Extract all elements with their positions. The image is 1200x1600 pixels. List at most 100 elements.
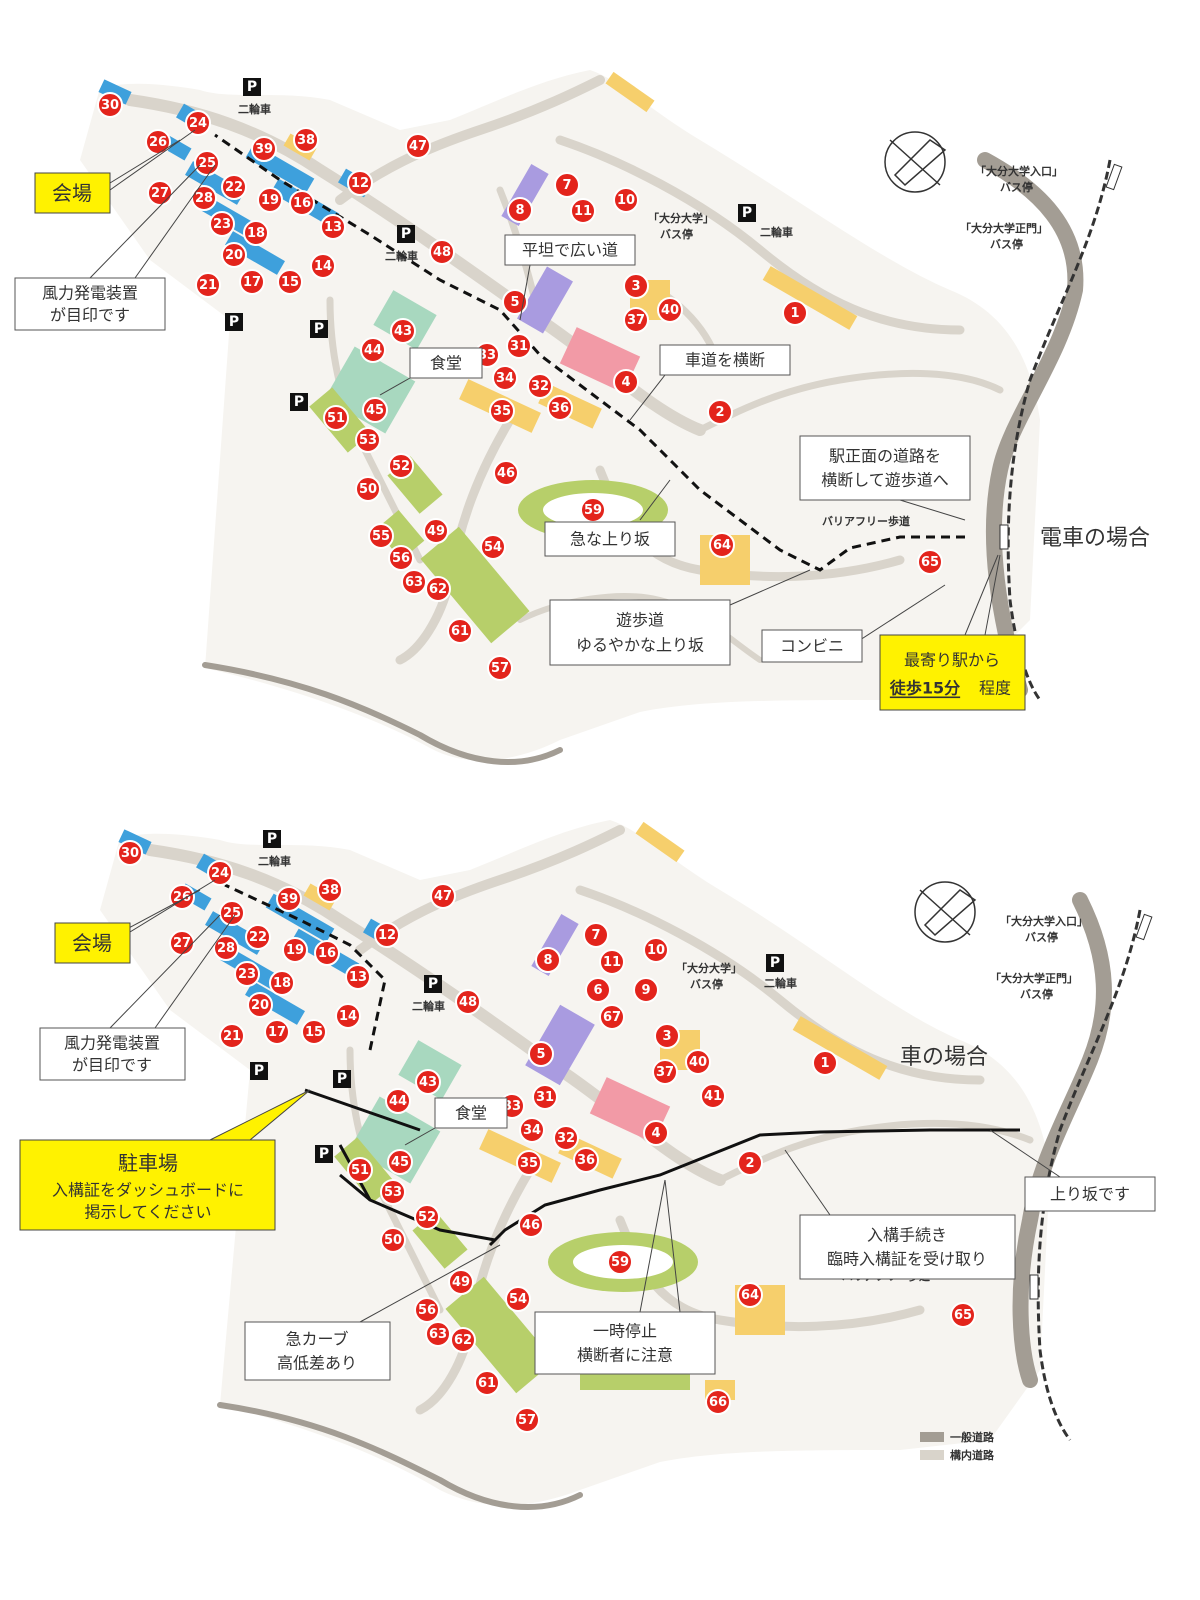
marker-number: 64 xyxy=(713,538,731,553)
parking-icon: P xyxy=(333,1070,351,1088)
marker-circle xyxy=(301,1019,327,1045)
building-number-marker: 62 xyxy=(450,1327,476,1353)
marker-circle xyxy=(507,197,533,223)
marker-number: 43 xyxy=(419,1075,437,1090)
svg-text:徒歩15分: 徒歩15分 xyxy=(889,679,960,698)
building-number-marker: 3 xyxy=(623,273,649,299)
marker-circle xyxy=(518,1212,544,1238)
bus-stop-main-gate: バス停 xyxy=(1020,987,1053,1001)
svg-text:入構手続き: 入構手続き xyxy=(867,1226,947,1245)
marker-number: 6 xyxy=(593,983,602,998)
marker-circle xyxy=(289,190,315,216)
marker-circle xyxy=(502,289,528,315)
marker-circle xyxy=(147,180,173,206)
bus-stop-entrance: バス停 xyxy=(1000,180,1033,194)
callout-canteen: 食堂 xyxy=(404,1097,508,1146)
marker-circle xyxy=(425,1321,451,1347)
building-number-marker: 21 xyxy=(219,1023,245,1049)
building-number-marker: 67 xyxy=(599,1004,625,1030)
building-number-marker: 36 xyxy=(547,395,573,421)
building-number-marker: 2 xyxy=(737,1150,763,1176)
marker-number: 22 xyxy=(225,180,243,195)
marker-number: 7 xyxy=(562,178,571,193)
marker-circle xyxy=(447,618,473,644)
marker-number: 18 xyxy=(273,976,291,991)
marker-number: 63 xyxy=(405,575,423,590)
marker-number: 36 xyxy=(577,1153,595,1168)
marker-number: 19 xyxy=(261,193,279,208)
callout-canteen: 食堂 xyxy=(379,347,483,396)
public-road-south xyxy=(202,662,563,765)
marker-circle xyxy=(950,1302,976,1328)
bus-stop-oita-univ: 「大分大学」 xyxy=(676,961,742,975)
svg-text:が目印です: が目印です xyxy=(72,1056,152,1075)
callout-wind-turbine: 風力発電装置 が目印です xyxy=(39,914,236,1081)
marker-number: 1 xyxy=(820,1056,829,1071)
svg-text:食堂: 食堂 xyxy=(455,1104,487,1123)
building-number-marker: 16 xyxy=(289,190,315,216)
marker-number: 21 xyxy=(223,1029,241,1044)
marker-circle xyxy=(414,1297,440,1323)
marker-number: 32 xyxy=(531,379,549,394)
marker-number: 11 xyxy=(603,955,621,970)
marker-circle xyxy=(623,273,649,299)
building-number-marker: 24 xyxy=(207,860,233,886)
building-number-marker: 36 xyxy=(573,1147,599,1173)
marker-number: 48 xyxy=(459,995,477,1010)
building-number-marker: 44 xyxy=(360,337,386,363)
svg-text:掲示してください: 掲示してください xyxy=(84,1203,211,1222)
marker-number: 45 xyxy=(391,1155,409,1170)
building-number-marker: 13 xyxy=(345,964,371,990)
building-number-marker: 17 xyxy=(239,269,265,295)
building-number-marker: 44 xyxy=(385,1088,411,1114)
callout-venue: 会場 xyxy=(54,879,216,964)
building-number-marker: 20 xyxy=(221,242,247,268)
marker-circle xyxy=(613,369,639,395)
marker-circle xyxy=(310,253,336,279)
two-wheel-label: 二輪車 xyxy=(764,976,797,990)
svg-text:駅正面の道路を: 駅正面の道路を xyxy=(829,447,941,466)
marker-number: 48 xyxy=(433,245,451,260)
marker-number: 59 xyxy=(611,1255,629,1270)
building-number-marker: 48 xyxy=(455,989,481,1015)
marker-circle xyxy=(430,883,456,909)
marker-number: 10 xyxy=(647,943,665,958)
train-icon xyxy=(1135,913,1153,941)
building-number-marker: 56 xyxy=(388,545,414,571)
building-number-marker: 18 xyxy=(243,220,269,246)
parking-icon: P xyxy=(397,225,415,243)
building-number-marker: 10 xyxy=(643,937,669,963)
marker-circle xyxy=(623,307,649,333)
marker-number: 44 xyxy=(389,1094,407,1109)
building-number-marker: 49 xyxy=(448,1269,474,1295)
building-number-marker: 23 xyxy=(234,961,260,987)
building-number-marker: 35 xyxy=(489,398,515,424)
marker-number: 30 xyxy=(121,846,139,861)
building-number-marker: 57 xyxy=(514,1407,540,1433)
marker-circle xyxy=(812,1050,838,1076)
building-number-marker: 38 xyxy=(293,127,319,153)
building-number-marker: 28 xyxy=(191,185,217,211)
building-number-marker: 12 xyxy=(374,922,400,948)
marker-circle xyxy=(185,110,211,136)
two-wheel-label: 二輪車 xyxy=(760,225,793,239)
marker-number: 37 xyxy=(627,313,645,328)
marker-number: 23 xyxy=(213,217,231,232)
marker-circle xyxy=(207,860,233,886)
marker-number: 8 xyxy=(543,953,552,968)
marker-circle xyxy=(264,1019,290,1045)
car-route-branch xyxy=(339,1173,371,1202)
marker-number: 66 xyxy=(709,1395,727,1410)
marker-number: 52 xyxy=(418,1210,436,1225)
building-number-marker: 40 xyxy=(685,1049,711,1075)
building-number-marker: 34 xyxy=(519,1117,545,1143)
marker-circle xyxy=(415,1069,441,1095)
marker-circle xyxy=(347,1157,373,1183)
marker-number: 49 xyxy=(452,1275,470,1290)
parking-icon: P xyxy=(243,78,261,96)
parking-icon: P xyxy=(225,313,243,331)
building-number-marker: 57 xyxy=(487,655,513,681)
station-icon xyxy=(1029,1274,1039,1300)
building-number-marker: 22 xyxy=(245,924,271,950)
